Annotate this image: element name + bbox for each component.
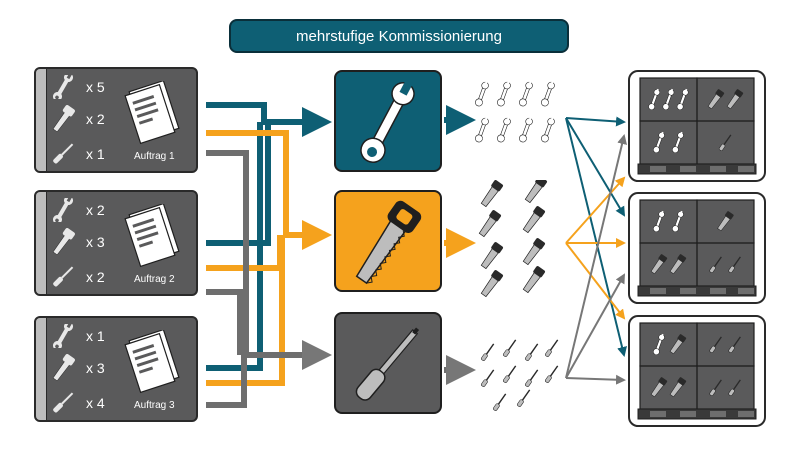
screwdriver-pile (481, 339, 559, 411)
quantity-wrench: x 5 (86, 79, 105, 95)
diagram-title: mehrstufige Kommissionierung (229, 19, 569, 53)
destination-box-3 (628, 315, 766, 427)
station-wrench (334, 70, 442, 172)
wrench-icon (653, 333, 665, 356)
document-icon (124, 204, 180, 268)
wrench-icon (653, 131, 665, 154)
document-icon (124, 330, 180, 394)
saw-icon (650, 377, 668, 398)
wrench-icon (672, 131, 684, 154)
wrench-icon (475, 81, 489, 107)
wrench-icon (653, 210, 665, 233)
station-saw (334, 190, 442, 292)
screwdriver-icon (481, 343, 495, 361)
saw-icon (522, 266, 546, 294)
destination-box-contents (637, 199, 757, 297)
quantity-saw: x 3 (86, 360, 105, 376)
screwdriver-icon (709, 379, 722, 396)
saw-icon (717, 211, 734, 232)
saw-icon (480, 242, 504, 270)
screwdriver-icon (493, 393, 507, 411)
saw-icon (522, 238, 546, 266)
wrench-icon (662, 88, 675, 111)
order-label: Auftrag 2 (134, 274, 175, 285)
screwdriver-icon (525, 369, 539, 387)
order-card-3: x 1 x 3 x 4 Auftrag 3 (34, 316, 198, 422)
document-icon (124, 81, 180, 145)
destination-box-1 (628, 70, 766, 182)
wrench-icon (519, 81, 533, 107)
wrench-icon (676, 88, 689, 111)
screwdriver-icon (545, 339, 559, 357)
screwdriver-icon (718, 134, 732, 151)
saw-icon (52, 354, 75, 382)
saw-icon (707, 89, 725, 110)
wrench-icon (53, 324, 73, 348)
saw-icon (650, 254, 668, 275)
quantity-screwdriver: x 1 (86, 146, 105, 162)
order-card-2: x 2 x 3 x 2 Auftrag 2 (34, 190, 198, 296)
destination-box-contents (637, 77, 757, 175)
saw-icon (355, 200, 422, 285)
saw-icon (522, 206, 546, 234)
saw-pile (478, 180, 548, 298)
wrench-flow-lines (206, 102, 332, 371)
wrench-icon (53, 75, 73, 99)
screwdriver-icon (355, 327, 420, 401)
screwdriver-icon (709, 336, 722, 353)
wrench-icon (519, 117, 533, 143)
order-label: Auftrag 3 (134, 400, 175, 411)
saw-icon (669, 254, 687, 275)
quantity-saw: x 3 (86, 234, 105, 250)
screwdriver-icon (53, 143, 74, 164)
quantity-wrench: x 1 (86, 328, 105, 344)
wrench-icon (497, 81, 511, 107)
screwdriver-icon (545, 365, 559, 383)
screwdriver-icon (481, 369, 495, 387)
station-screwdriver (334, 312, 442, 414)
quantity-screwdriver: x 2 (86, 269, 105, 285)
screwdriver-icon (728, 256, 741, 273)
screwdriver-icon (53, 266, 74, 287)
wrench-icon (672, 210, 684, 233)
quantity-saw: x 2 (86, 111, 105, 127)
quantity-screwdriver: x 4 (86, 395, 105, 411)
saw-icon (480, 270, 504, 298)
screwdriver-icon (728, 379, 741, 396)
screwdriver-icon (503, 339, 517, 357)
saw-icon (669, 334, 687, 355)
saw-icon (669, 377, 687, 398)
screwdriver-icon (709, 256, 722, 273)
screwdriver-icon (517, 389, 531, 407)
screwdriver-icon (525, 343, 539, 361)
order-label: Auftrag 1 (134, 151, 175, 162)
saw-icon (52, 228, 75, 256)
saw-icon (52, 105, 75, 133)
wrench-icon (475, 117, 489, 143)
screwdriver-icon (503, 365, 517, 383)
screwdriver-icon (728, 336, 741, 353)
wrench-icon (541, 117, 555, 143)
wrench-icon (541, 81, 555, 107)
saw-icon (480, 180, 504, 208)
wrench-icon (497, 117, 511, 143)
saw-icon (524, 180, 548, 204)
wrench-icon (53, 198, 73, 222)
wrench-icon (360, 79, 415, 164)
saw-flow-lines (206, 130, 332, 386)
screwdriver-flow-lines (206, 150, 332, 408)
order-card-1: x 5 x 2 x 1 Auftrag 1 (34, 67, 198, 173)
destination-box-2 (628, 192, 766, 304)
wrench-icon (648, 88, 661, 111)
wrench-pile (475, 81, 555, 143)
saw-icon (478, 210, 502, 238)
quantity-wrench: x 2 (86, 202, 105, 218)
screwdriver-icon (53, 392, 74, 413)
destination-box-contents (637, 322, 757, 420)
saw-icon (726, 89, 744, 110)
